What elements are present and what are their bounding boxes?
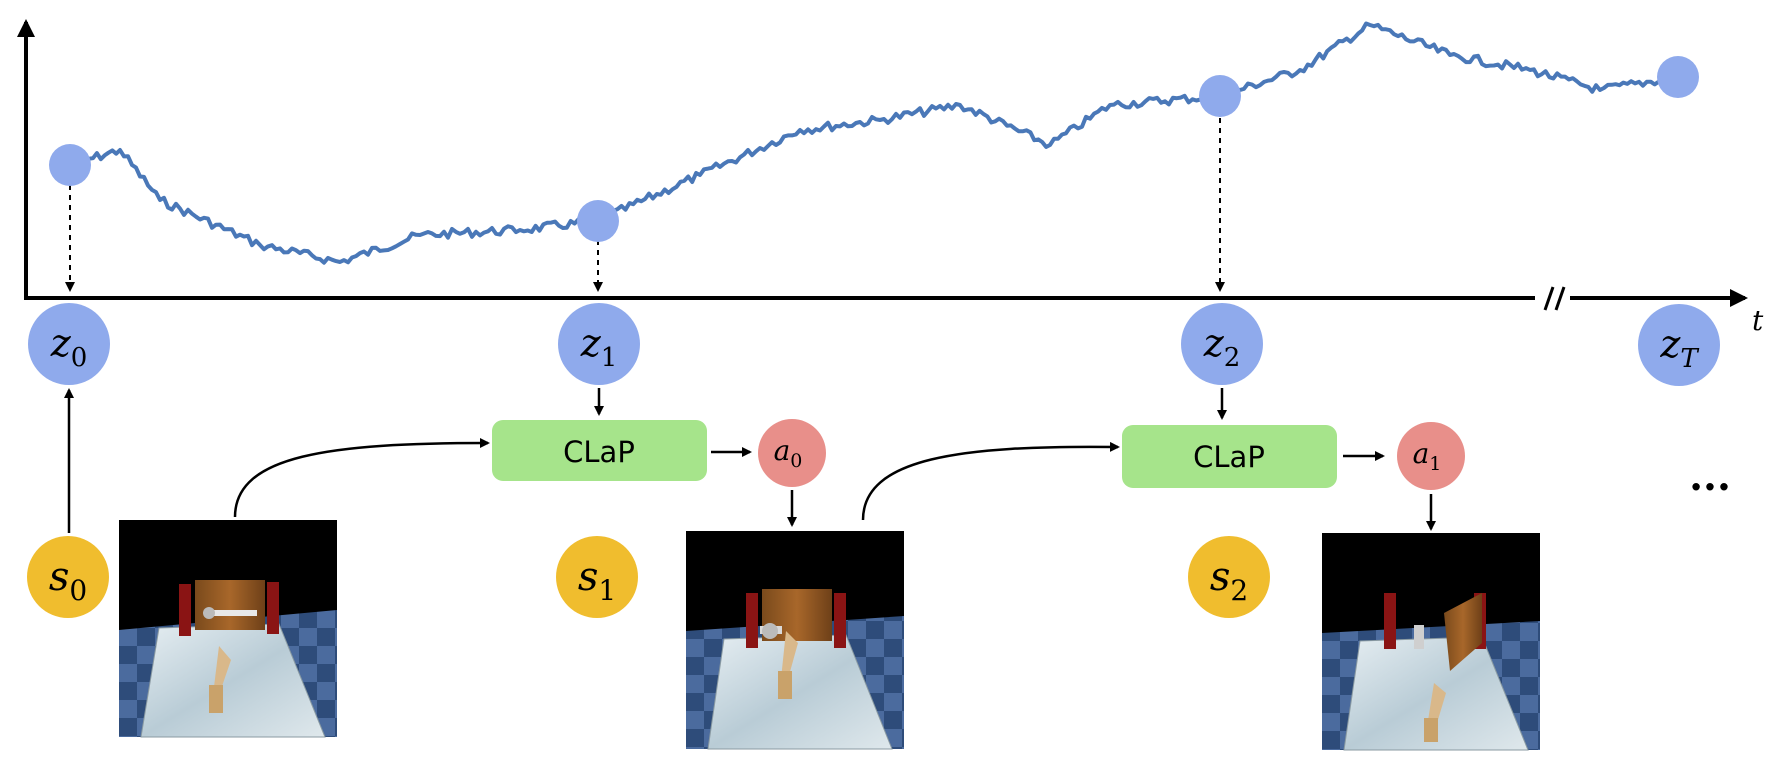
robot-scene-image-2 [1322, 533, 1540, 751]
action-node-a0: a0 [758, 419, 826, 487]
ellipsis: ... [1689, 453, 1731, 500]
svg-text:s0: s0 [49, 554, 87, 607]
state-node-s1: s1 [556, 536, 638, 618]
trajectory-point-T [1657, 56, 1699, 98]
trajectory-points [49, 56, 1699, 242]
trajectory-point-0 [49, 144, 91, 186]
svg-text:zT: zT [1659, 322, 1699, 374]
latent-node-zT: zT [1638, 304, 1720, 386]
latent-node-z2: z2 [1181, 303, 1263, 385]
svg-text:s1: s1 [578, 554, 616, 607]
trajectory-point-2 [1199, 75, 1241, 117]
svg-text:z2: z2 [1203, 321, 1241, 373]
svg-text:a1: a1 [1413, 437, 1442, 475]
svg-text:CLaP: CLaP [1193, 440, 1265, 474]
action-node-a1: a1 [1397, 422, 1465, 490]
state-node-s0: s0 [27, 536, 109, 618]
latent-node-z1: z1 [558, 303, 640, 385]
axis-break-mark [1554, 286, 1566, 311]
svg-text:a0: a0 [774, 434, 803, 472]
trajectory-point-1 [577, 200, 619, 242]
svg-text:z0: z0 [50, 321, 88, 373]
time-axis-label: t [1752, 304, 1764, 337]
svg-text:z1: z1 [580, 321, 618, 373]
state-node-s2: s2 [1188, 536, 1270, 618]
robot-scene-image-1 [686, 531, 904, 750]
axis-break-mark [1543, 286, 1555, 311]
clap-box-2: CLaP [1122, 425, 1337, 488]
clap-box-1: CLaP [492, 420, 707, 481]
svg-text:s2: s2 [1210, 554, 1248, 607]
edges [64, 388, 1436, 533]
latent-trajectory-curve [69, 21, 1679, 265]
svg-text:CLaP: CLaP [563, 435, 635, 469]
robot-scene-image-0 [119, 520, 337, 738]
projection-lines [65, 118, 1225, 292]
latent-node-z0: z0 [28, 303, 110, 385]
time-axis: t [17, 19, 1764, 337]
